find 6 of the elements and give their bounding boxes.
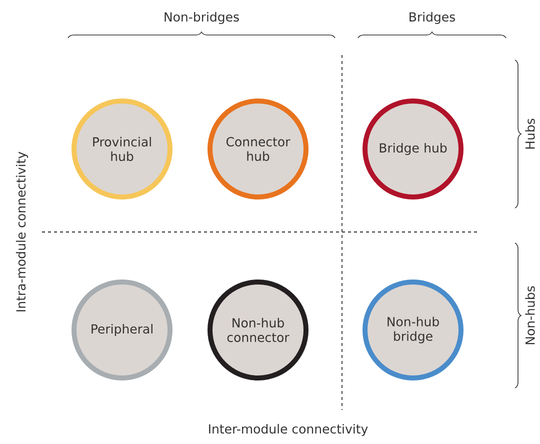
group-label: Non-bridges [164,12,239,24]
group-label: Non-hubs [525,286,535,344]
axis-label: Inter-module connectivity [209,424,368,436]
group-label: Hubs [525,118,535,149]
axis-label: Intra-module connectivity [16,152,28,312]
group-label: Bridges [410,12,456,24]
